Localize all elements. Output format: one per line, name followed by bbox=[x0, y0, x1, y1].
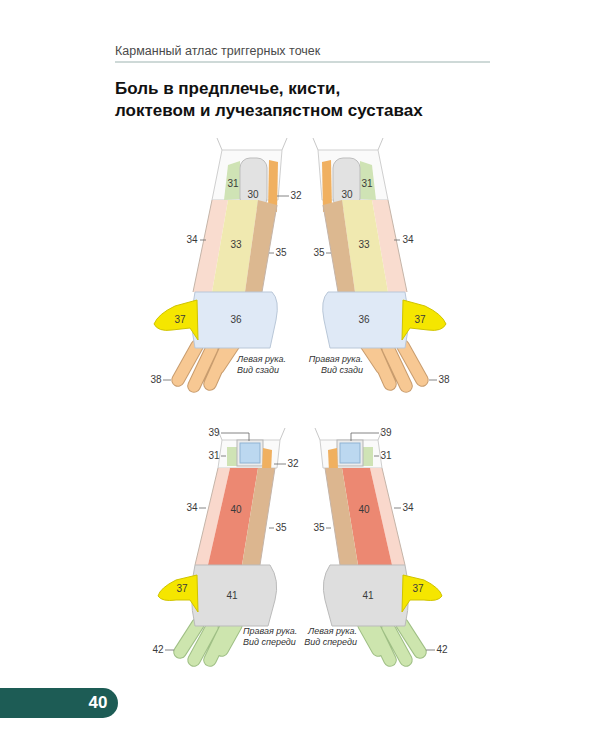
callout-number: 35 bbox=[275, 247, 286, 259]
leader-lines-32 bbox=[274, 196, 289, 464]
callout-number: 35 bbox=[313, 247, 324, 259]
callout-number: 30 bbox=[341, 189, 352, 201]
callout-number: 30 bbox=[247, 189, 258, 201]
header-rule bbox=[115, 62, 490, 63]
callout-number: 31 bbox=[227, 178, 238, 190]
callout-number: 34 bbox=[402, 502, 413, 514]
page-title: Боль в предплечье, кисти, локтевом и луч… bbox=[115, 78, 425, 122]
callout-number: 36 bbox=[230, 314, 241, 326]
callout-number: 40 bbox=[230, 504, 241, 516]
page-number: 40 bbox=[89, 693, 108, 713]
callout-number: 42 bbox=[436, 644, 447, 656]
callout-number: 35 bbox=[275, 522, 286, 534]
page-number-tab bbox=[0, 688, 118, 718]
callout-number: 42 bbox=[152, 644, 163, 656]
callout-number: 41 bbox=[226, 590, 237, 602]
left-arm-back bbox=[154, 138, 287, 386]
callout-number: 32 bbox=[290, 190, 301, 202]
callout-number: 38 bbox=[438, 374, 449, 386]
callout-number: 39 bbox=[380, 427, 391, 439]
right-arm-front bbox=[158, 428, 285, 660]
callout-number: 34 bbox=[402, 234, 413, 246]
callout-number: 36 bbox=[358, 314, 369, 326]
callout-number: 34 bbox=[186, 502, 197, 514]
callout-number: 41 bbox=[362, 590, 373, 602]
callout-number: 39 bbox=[208, 427, 219, 439]
callout-number: 33 bbox=[230, 239, 241, 251]
right-arm-back bbox=[313, 138, 446, 386]
callout-number: 37 bbox=[414, 314, 425, 326]
callout-number: 38 bbox=[150, 374, 161, 386]
callout-number: 31 bbox=[380, 450, 391, 462]
running-header: Карманный атлас триггерных точек bbox=[115, 44, 320, 58]
view-caption: Правая рука. Вид спереди bbox=[243, 626, 305, 647]
view-caption: Левая рука. Вид спереди bbox=[295, 626, 357, 647]
callout-number: 40 bbox=[358, 504, 369, 516]
callout-number: 35 bbox=[313, 522, 324, 534]
left-arm-front bbox=[315, 428, 442, 660]
callout-number: 37 bbox=[412, 583, 423, 595]
callout-number: 37 bbox=[174, 314, 185, 326]
view-caption: Левая рука. Вид сзади bbox=[237, 354, 299, 375]
view-caption: Правая рука. Вид сзади bbox=[301, 354, 363, 375]
callout-number: 33 bbox=[358, 239, 369, 251]
callout-number: 34 bbox=[186, 234, 197, 246]
callout-number: 37 bbox=[176, 583, 187, 595]
callout-number: 31 bbox=[208, 450, 219, 462]
callout-number: 32 bbox=[287, 458, 298, 470]
callout-number: 31 bbox=[361, 178, 372, 190]
